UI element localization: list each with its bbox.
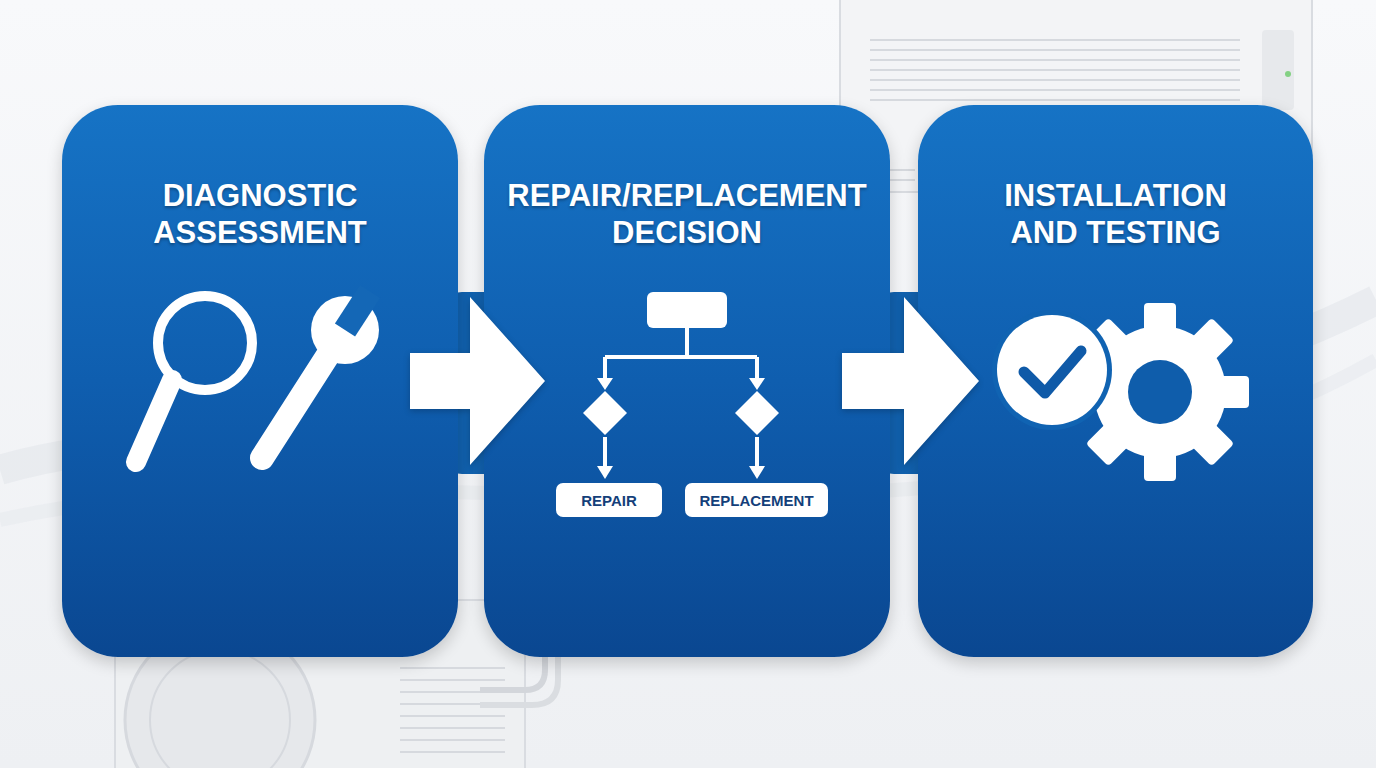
stage-box: DIAGNOSTIC ASSESSMENT	[62, 105, 458, 657]
option-label: REPLACEMENT	[699, 492, 813, 509]
stage-title: DIAGNOSTIC ASSESSMENT	[125, 177, 395, 251]
option-box: REPAIR	[556, 483, 662, 517]
stage-title: REPAIR/REPLACEMENT DECISION	[491, 177, 883, 251]
stage-title: INSTALLATION AND TESTING	[981, 177, 1251, 251]
option-label: REPAIR	[581, 492, 637, 509]
stage-box: REPAIR/REPLACEMENT DECISION REPAIR REPLACE…	[484, 105, 890, 657]
option-box: REPLACEMENT	[685, 483, 828, 517]
stage-box: INSTALLATION AND TESTING	[918, 105, 1313, 657]
